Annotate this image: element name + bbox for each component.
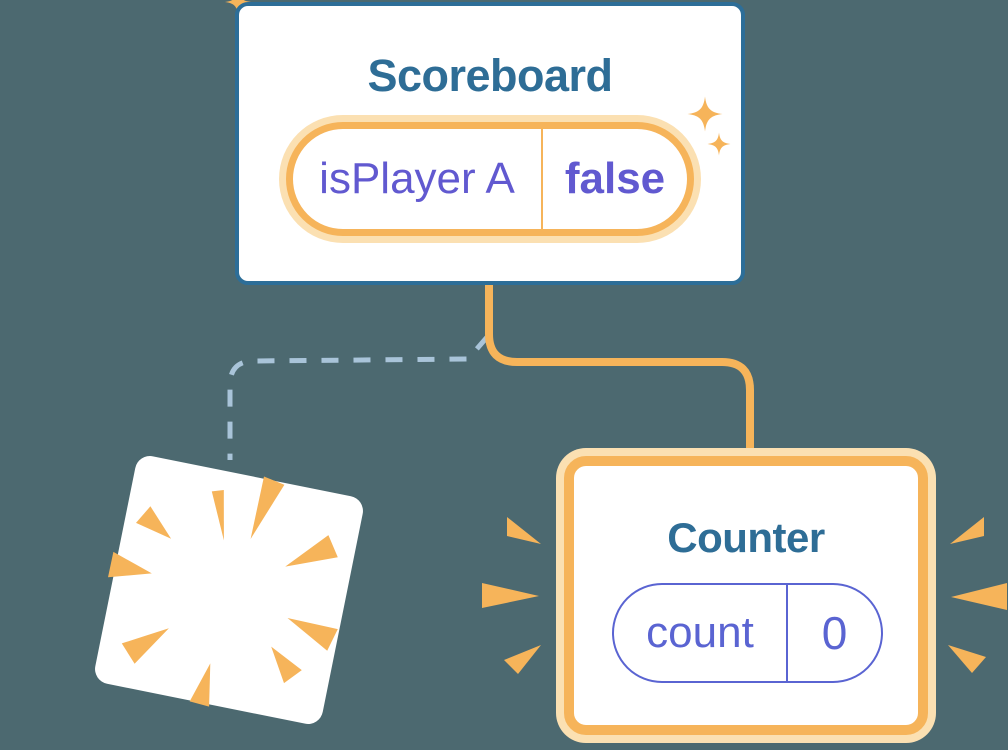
removed-card-body: [95, 456, 363, 724]
connector-solid: [485, 281, 754, 456]
scoreboard-state-value: false: [564, 154, 666, 203]
scoreboard-state-label: isPlayer A: [293, 129, 543, 229]
counter-card: Counter count 0: [564, 456, 928, 735]
connector-dashed: [227, 334, 490, 460]
scoreboard-card: Scoreboard isPlayer A false: [235, 2, 745, 285]
counter-state-pill: count 0: [612, 583, 883, 683]
counter-state-value: 0: [821, 607, 848, 659]
scoreboard-state-pill: isPlayer A false: [286, 122, 694, 236]
emphasis-right-icon: [948, 517, 1007, 673]
emphasis-left-icon: [482, 517, 541, 674]
scoreboard-title: Scoreboard: [367, 50, 613, 101]
removed-component-card: [95, 456, 363, 724]
counter-state-label: count: [614, 585, 788, 681]
poof-burst-icon: [108, 476, 338, 707]
counter-title: Counter: [667, 514, 825, 561]
